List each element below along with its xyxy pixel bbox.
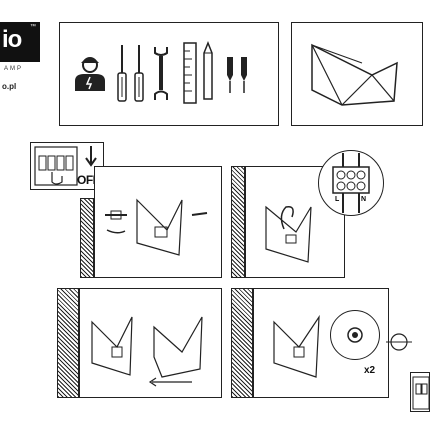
step-mount-panel <box>94 166 222 278</box>
lamp-icon <box>311 43 398 106</box>
electrician-icon <box>75 57 105 91</box>
terminal-label-n: N <box>361 196 367 203</box>
lamp-base-drawing <box>265 205 312 263</box>
screw-icon <box>386 333 412 351</box>
pencil-icon <box>203 40 213 100</box>
lamp-base-drawing <box>105 198 208 256</box>
circuit-breaker-icon <box>34 146 78 186</box>
arrow-down-icon <box>85 146 97 167</box>
wall-hatch <box>231 166 245 278</box>
screwdriver-icon <box>134 45 144 102</box>
brand-logo: io ™ <box>0 22 40 62</box>
wall-hatch <box>57 288 79 398</box>
screwdriver-icon <box>117 45 127 102</box>
logo-website: o.pl <box>2 82 17 91</box>
wall-hatch <box>231 288 253 398</box>
lamp-base-drawing <box>273 314 320 378</box>
circuit-breaker-icon <box>412 376 430 410</box>
lamp-base-drawing <box>91 316 203 387</box>
power-on-panel <box>410 372 430 412</box>
wrench-icon <box>154 47 168 100</box>
logo-trademark: ™ <box>30 24 36 30</box>
screw-icon <box>347 327 363 343</box>
ruler-icon <box>183 42 197 104</box>
logo-tagline: AMP <box>4 66 24 72</box>
tools-panel <box>59 22 279 126</box>
terminal-block-icon <box>332 153 370 213</box>
lamp-panel <box>291 22 423 126</box>
power-off-panel: OFF <box>30 142 104 190</box>
wall-hatch <box>80 198 94 278</box>
step-screw-panel: x2 <box>253 288 412 398</box>
logo-text: io <box>2 26 22 53</box>
wall-plug-icon <box>227 57 247 93</box>
terminal-zoom-circle: L N <box>318 150 384 216</box>
step-attach-panel <box>79 288 222 398</box>
multiplier-label: x2 <box>364 365 376 376</box>
screw-zoom-circle <box>330 310 380 360</box>
terminal-label-l: L <box>335 196 340 203</box>
